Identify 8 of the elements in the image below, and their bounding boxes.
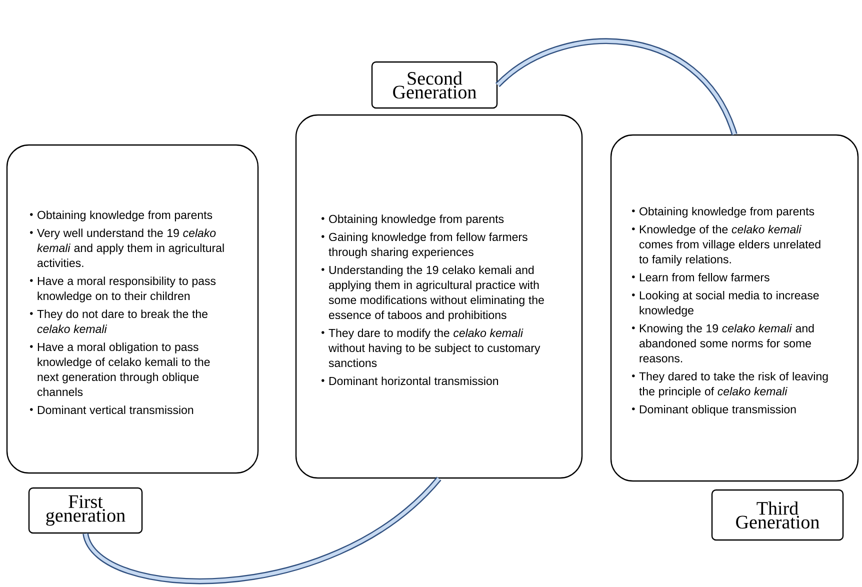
generation-label: Second Generation (371, 61, 498, 109)
generation-label: First generation (28, 487, 143, 534)
generation-label: Third Generation (711, 489, 844, 541)
bullet-list-box: Obtaining knowledge from parents Knowledge of the celako kemali comes from village elders unrelated to family relations. Learn from fellow farmers Looking at social media to increase knowledge Knowing the 19 celako kemali and abandoned some norms for some reasons. They dared to take the risk of leaving the principle of celako kemali Dominant oblique transmission (610, 134, 859, 482)
bullet-list-box: Obtaining knowledge from parents Very well understand the 19 celako kemali and apply them in agricultural activities. Have a moral responsibility to pass knowledge on to their children They do not dare to break the the celako kemali Have a moral obligation to pass knowledge of celako kemali to the next generation through oblique channels Dominant vertical transmission (6, 144, 259, 474)
curved-band (82, 476, 442, 584)
bullet-list-box: Obtaining knowledge from parents Gaining knowledge from fellow farmers through sharing experiences Understanding the 19 celako kemali and applying them in agricultural practice with some modifications without eliminating the essence of taboos and prohibitions They dare to modify the celako kemali without having to be subject to customary sanctions Dominant horizontal transmission (295, 114, 583, 479)
curved-band (496, 38, 738, 136)
